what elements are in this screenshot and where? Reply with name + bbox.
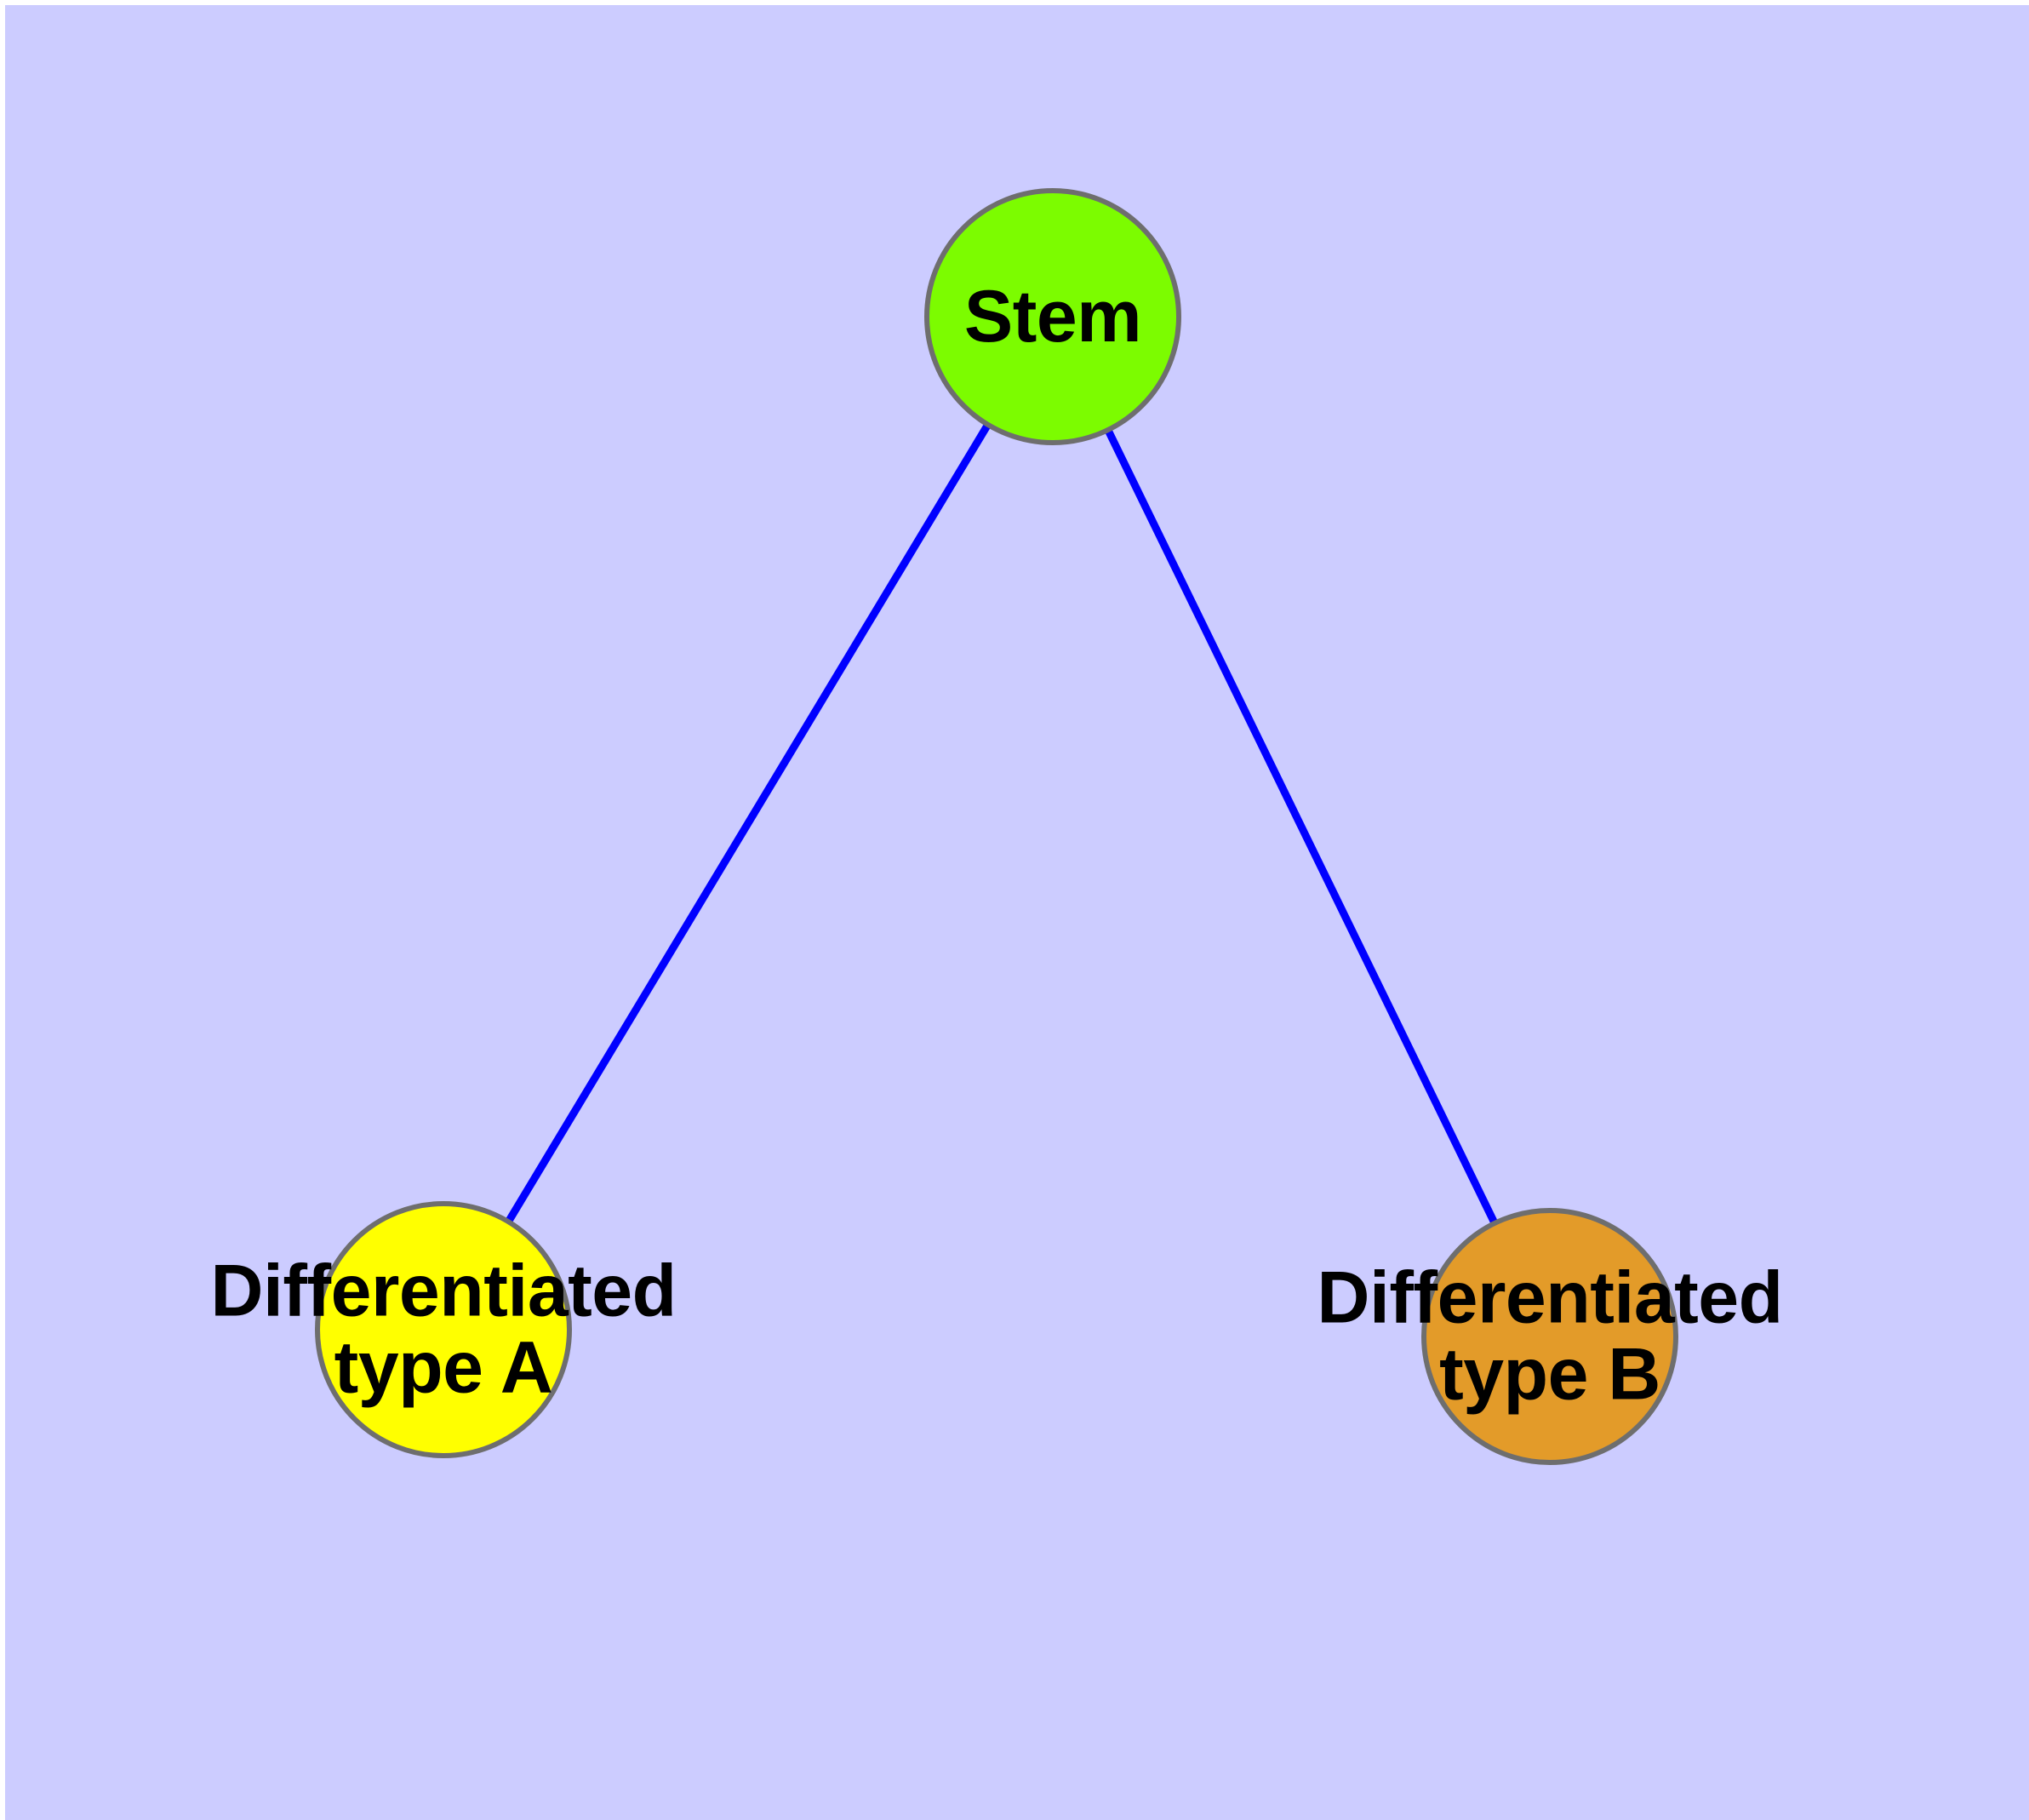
- graph-node-stem[interactable]: [924, 188, 1181, 445]
- graph-node-type_b[interactable]: [1421, 1208, 1678, 1465]
- graph-node-type_a[interactable]: [315, 1201, 572, 1458]
- graph-edge-stem-type_a: [440, 314, 1056, 1332]
- nodes-group: [315, 188, 1678, 1465]
- graph-edge-stem-type_b: [1049, 315, 1554, 1338]
- edges-group: [440, 314, 1554, 1338]
